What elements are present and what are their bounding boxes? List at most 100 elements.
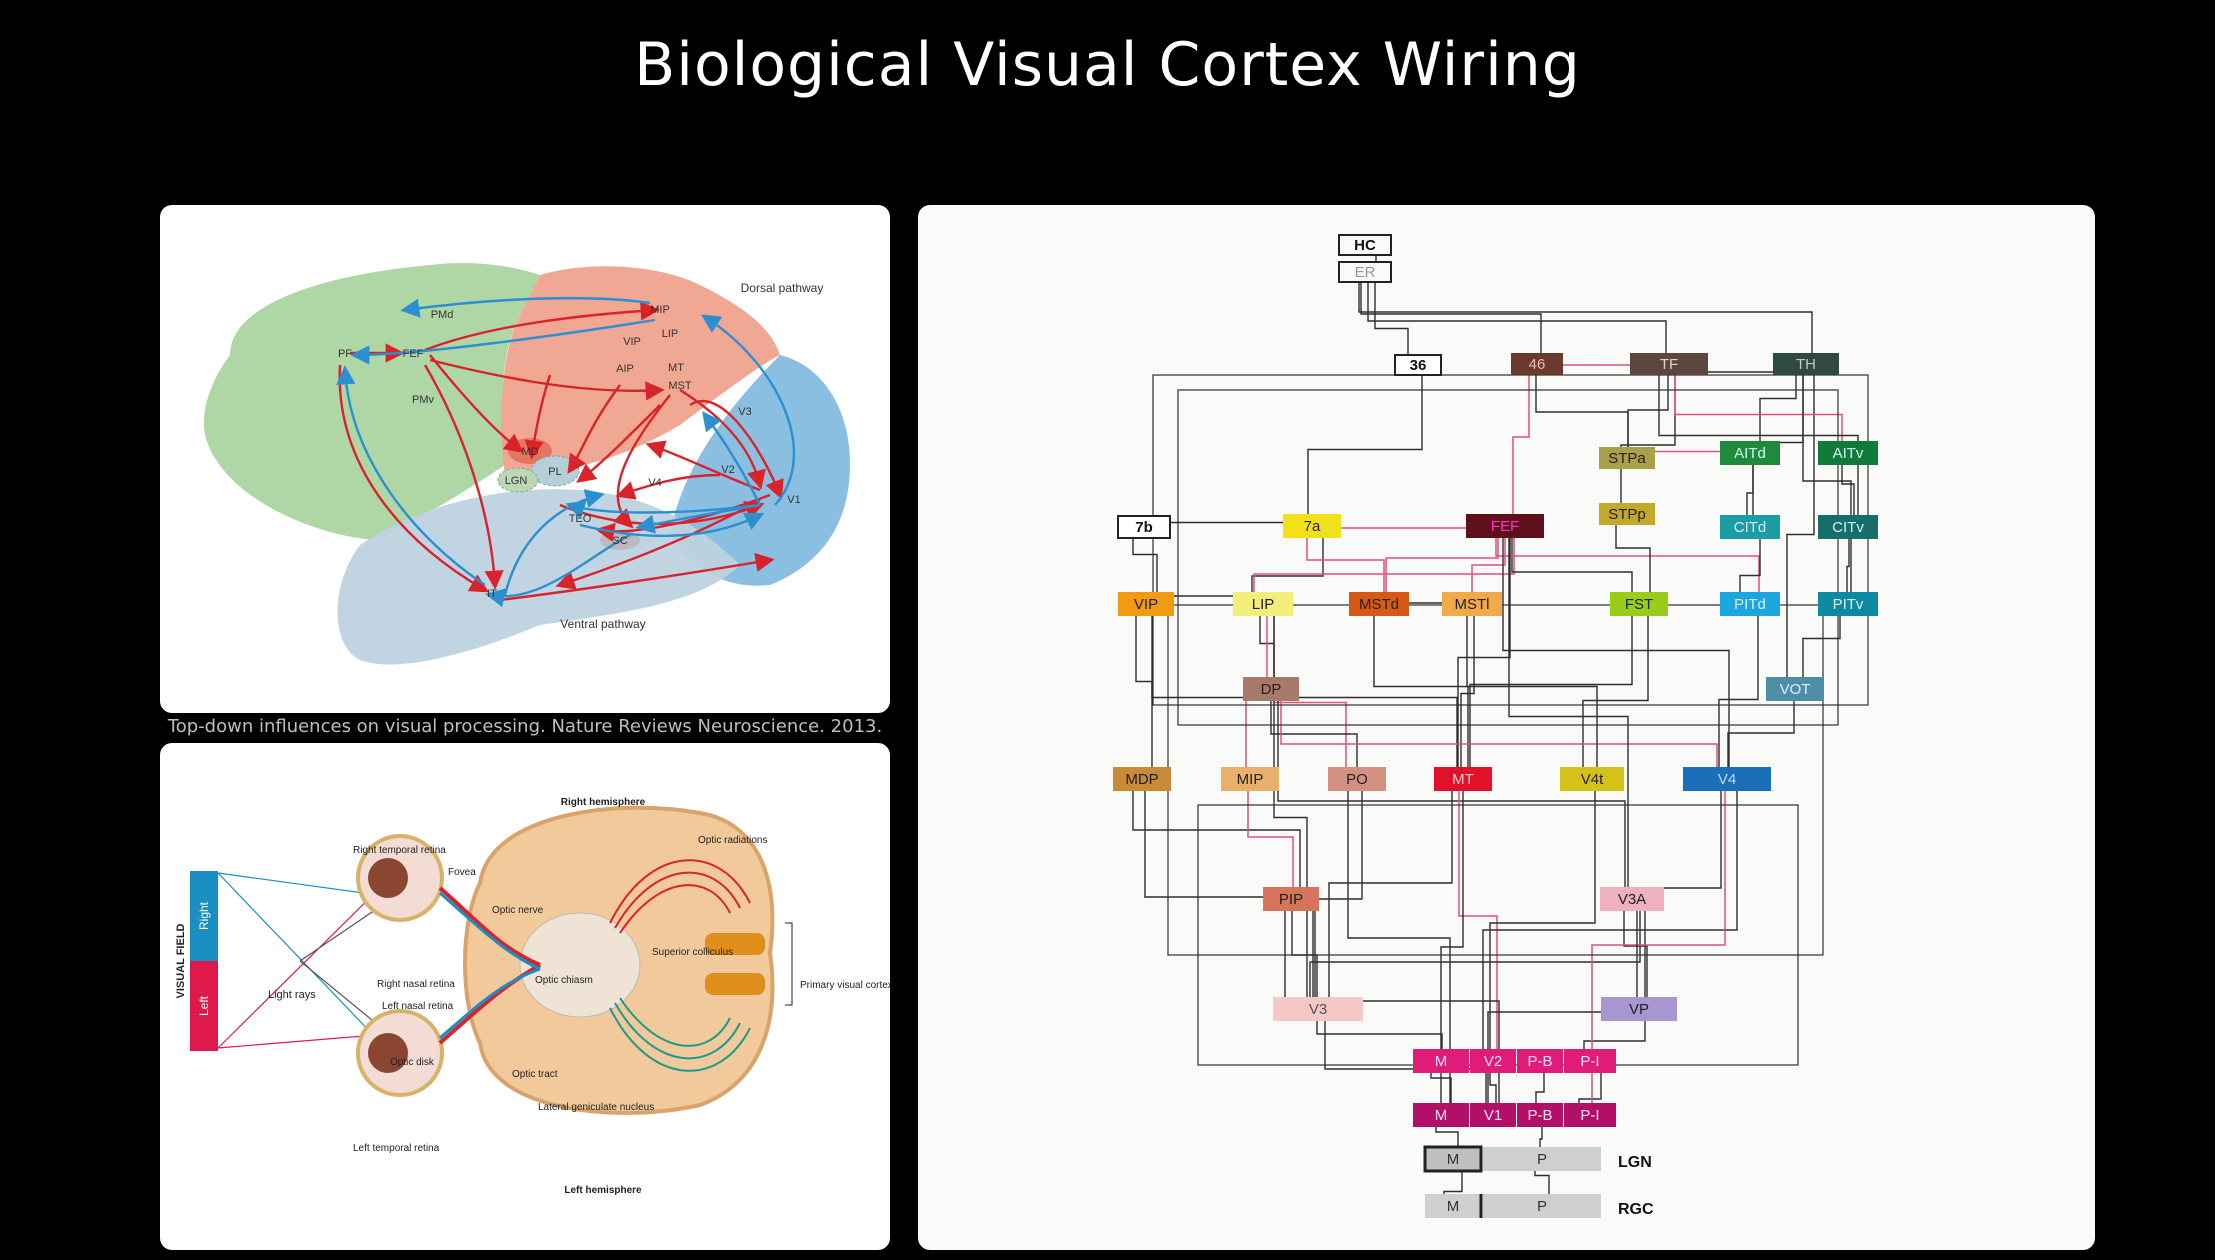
light-rays-label: Light rays [268, 989, 316, 1001]
area-v4t: V4t [1560, 767, 1624, 791]
area-v1-pb: P-B [1517, 1103, 1563, 1127]
wire-mt-v1_m [1440, 779, 1464, 1115]
wire-fef-v3a [1508, 526, 1629, 899]
wire-er-tf [1367, 272, 1667, 364]
area-label-rgc-m: M [1447, 1198, 1460, 1215]
wire-n36-n7a [1307, 365, 1423, 526]
region-mt: MT [668, 362, 684, 374]
area-label-stpa: STPa [1608, 450, 1646, 467]
brain-pathway-figure: PMd PF FEF PMv MIP VIP LIP AIP MT MST V3… [160, 205, 890, 713]
wire-fef-lip [1253, 526, 1515, 604]
wire-mdp-pip [1132, 779, 1301, 899]
region-lgn: LGN [505, 475, 528, 487]
area-fef: FEF [1466, 514, 1544, 538]
area-v2-m: M [1413, 1049, 1469, 1073]
area-n7b: 7b [1117, 515, 1171, 539]
area-rgc-m: M [1425, 1194, 1481, 1218]
region-sc: SC [612, 535, 627, 547]
area-dp: DP [1243, 677, 1299, 701]
wire-v4-v1_pi [1591, 779, 1726, 1115]
area-lip: LIP [1233, 592, 1293, 616]
wire-vip-mdp [1135, 604, 1153, 779]
wire-fef-mstd [1385, 526, 1499, 604]
area-label-v2: V2 [1484, 1053, 1502, 1070]
wire-th-pitv [1802, 364, 1852, 604]
area-v1: V1 [1470, 1103, 1516, 1127]
right-hemisphere-label: Right hemisphere [561, 797, 646, 808]
wire-v4-v2 [1482, 779, 1738, 1061]
visual-field-right-bar [190, 871, 218, 961]
wire-mt-v2 [1458, 779, 1498, 1061]
wire-fef-mt [1457, 526, 1511, 779]
brain-diagram: PMd PF FEF PMv MIP VIP LIP AIP MT MST V3… [204, 263, 850, 665]
area-v2-pi: P-I [1564, 1049, 1616, 1073]
wire-n7b-vip [1132, 527, 1158, 604]
region-it: IT [487, 588, 497, 600]
wire-vip-mt [1151, 604, 1458, 779]
area-label-mstd: MSTd [1359, 596, 1399, 613]
area-rgc-p: P [1483, 1194, 1601, 1218]
region-vip: VIP [623, 336, 641, 348]
area-lgn-m: M [1423, 1145, 1483, 1173]
ventral-pathway-label: Ventral pathway [560, 617, 645, 631]
area-label-fef: FEF [1491, 518, 1519, 535]
region-teo: TEO [569, 513, 592, 525]
region-fef: FEF [403, 348, 424, 360]
area-vot: VOT [1766, 677, 1824, 701]
slide-title: Biological Visual Cortex Wiring [634, 30, 1581, 100]
area-label-pitd: PITd [1734, 596, 1766, 613]
area-pitd: PITd [1720, 592, 1780, 616]
area-label-n7b: 7b [1135, 519, 1153, 536]
area-label-v4t: V4t [1581, 771, 1604, 788]
visual-field-right-label: Right [197, 901, 211, 930]
area-label-citv: CITv [1832, 519, 1864, 536]
wire-fef-v4 [1502, 526, 1730, 779]
wire-vot-v4 [1727, 689, 1795, 779]
region-v4: V4 [648, 477, 661, 489]
label-lgn: Lateral geniculate nucleus [538, 1102, 654, 1113]
region-v1: V1 [787, 494, 800, 506]
wire-v4-vp [1644, 779, 1722, 1009]
area-label-mstl: MSTl [1455, 596, 1490, 613]
area-n7a: 7a [1283, 514, 1341, 538]
area-lgn-p: P [1483, 1147, 1601, 1171]
area-v1-pi: P-I [1564, 1103, 1616, 1127]
layer-label-lgn: LGN [1618, 1154, 1652, 1171]
left-hemisphere-label: Left hemisphere [564, 1185, 642, 1196]
wire-lip-v3 [1273, 604, 1308, 1009]
wire-v3a-v3 [1309, 899, 1641, 1009]
area-label-citd: CITd [1734, 519, 1767, 536]
area-label-aitd: AITd [1734, 445, 1766, 462]
area-label-n36: 36 [1410, 357, 1427, 374]
wire-v3a-vp [1623, 899, 1648, 1009]
wire-v3-v1 [1324, 1009, 1487, 1115]
area-mip: MIP [1221, 767, 1279, 791]
region-aip: AIP [616, 363, 634, 375]
visual-pathway-diagram: Right Left VISUAL FIELD Light rays Right… [175, 797, 890, 1196]
area-label-n7a: 7a [1304, 518, 1321, 535]
wire-mstd-mt [1373, 604, 1469, 779]
optic-nerves-blue [439, 891, 541, 1040]
wire-mstl-v4t [1466, 604, 1598, 779]
area-label-n46: 46 [1529, 356, 1546, 373]
v1-right [705, 933, 765, 955]
area-label-v4: V4 [1718, 771, 1736, 788]
wire-dp-po [1270, 689, 1358, 779]
area-label-v1: V1 [1484, 1107, 1502, 1124]
area-label-stpp: STPp [1608, 506, 1646, 523]
wire-mt-v3 [1328, 779, 1453, 1009]
area-label-rgc-p: P [1537, 1198, 1547, 1215]
area-label-hc: HC [1354, 237, 1376, 254]
label-left-nasal-retina: Left nasal retina [382, 1001, 454, 1012]
wire-aitv-citv [1841, 453, 1855, 527]
area-label-pitv: PITv [1833, 596, 1864, 613]
area-stpp: STPp [1599, 503, 1655, 525]
region-v2: V2 [721, 464, 734, 476]
area-label-pip: PIP [1279, 891, 1303, 908]
area-label-vip: VIP [1134, 596, 1158, 613]
area-label-tf: TF [1660, 356, 1678, 373]
wire-er-n36 [1374, 272, 1409, 365]
label-right-nasal-retina: Right nasal retina [377, 979, 455, 990]
wire-fst-v4t [1582, 604, 1649, 779]
